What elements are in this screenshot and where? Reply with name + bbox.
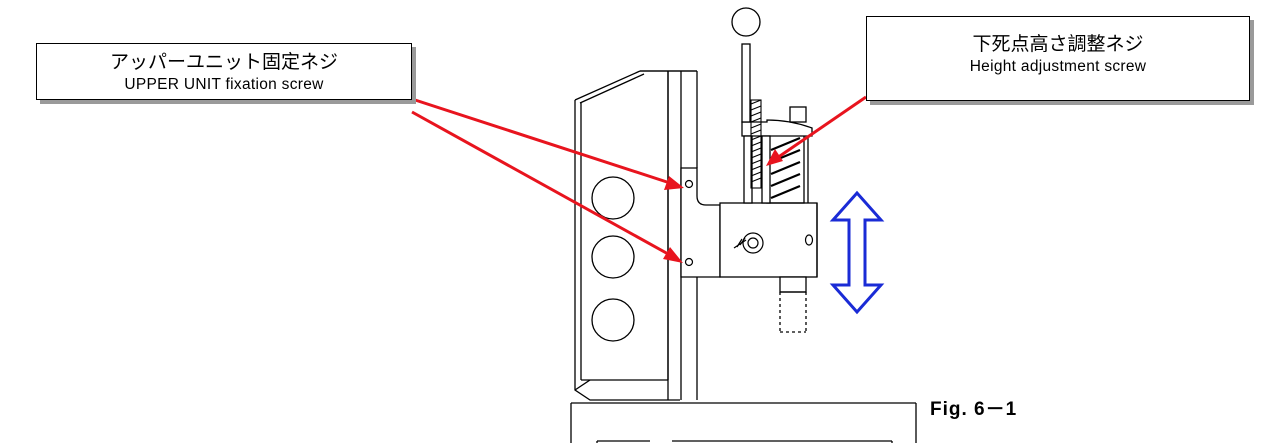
fixation-screw-lower <box>684 257 694 267</box>
lever-ball-icon <box>731 7 761 37</box>
callout-arrow-height-adjust <box>776 95 867 160</box>
figure-caption: Fig. 6－1 <box>930 399 1018 420</box>
frame-hole-top <box>591 176 635 220</box>
ram <box>779 276 807 333</box>
fixation-screw-holes <box>684 179 694 267</box>
block-details <box>733 232 814 254</box>
frame-hole-middle <box>591 235 635 279</box>
frame-holes <box>591 176 635 342</box>
callout-arrows <box>411 95 867 263</box>
height-adjust-screw <box>750 99 762 189</box>
base-plate <box>570 402 917 443</box>
up-down-motion-arrow-icon <box>829 190 885 315</box>
upper-unit-block <box>719 202 818 278</box>
fixation-screw-upper <box>684 179 694 189</box>
callout-arrow-lower-fixation <box>411 110 671 257</box>
upper-unit-label-en: UPPER UNIT fixation screw <box>124 76 324 93</box>
height-adjustment-label-box: 下死点高さ調整ネジ Height adjustment screw <box>866 16 1250 101</box>
upper-unit-fixation-label-box: アッパーユニット固定ネジ UPPER UNIT fixation screw <box>36 43 412 100</box>
top-yoke <box>741 106 813 204</box>
height-adjust-label-jp: 下死点高さ調整ネジ <box>972 33 1144 55</box>
frame-hole-bottom <box>591 298 635 342</box>
lever-handle <box>731 7 761 123</box>
height-adjust-label-en: Height adjustment screw <box>969 58 1147 75</box>
lock-knob-inner <box>747 237 759 249</box>
callout-arrow-upper-fixation <box>411 97 671 185</box>
side-bolt <box>804 234 814 246</box>
lock-knob-outer <box>742 232 764 254</box>
upper-unit-label-jp: アッパーユニット固定ネジ <box>109 51 338 73</box>
upper-unit-bracket <box>680 167 721 278</box>
